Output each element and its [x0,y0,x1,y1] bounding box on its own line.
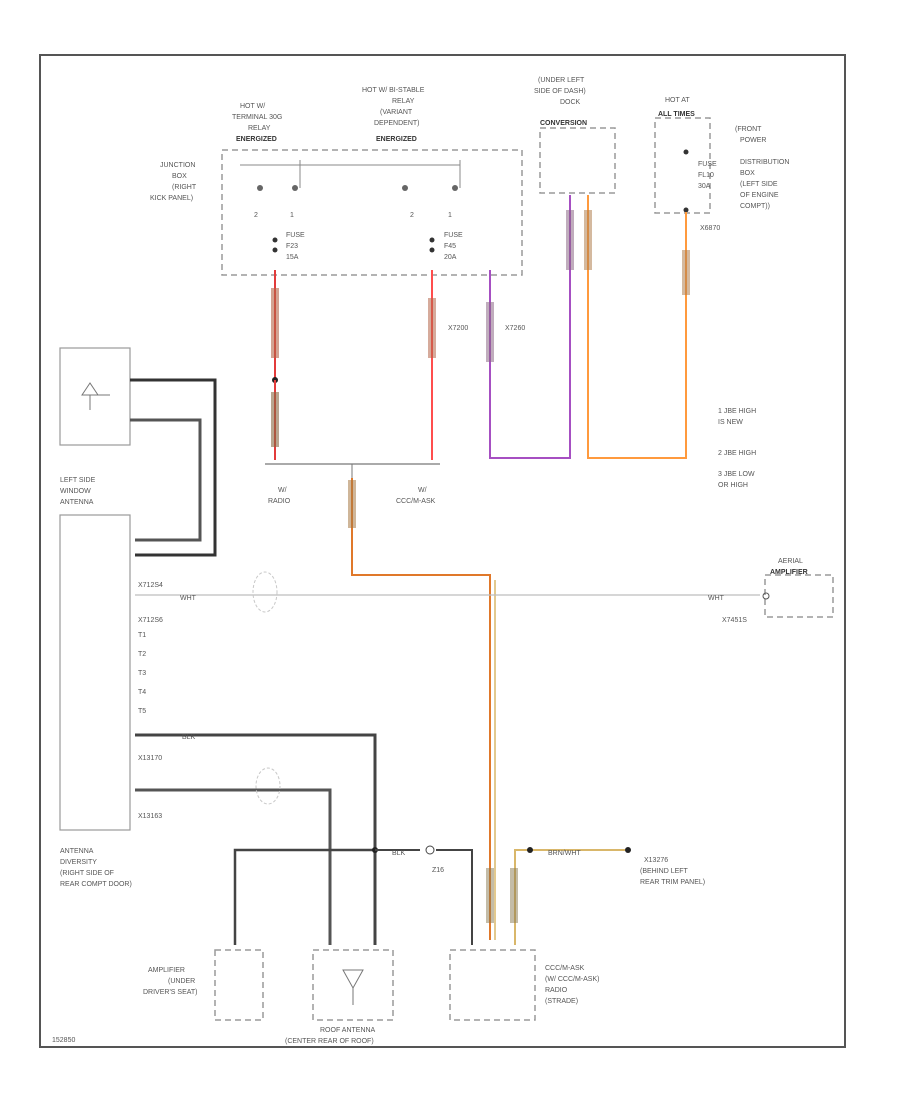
antenna-symbol-icon [81,382,110,410]
wire-color-blk-1: BLK [182,734,196,741]
splice-left-label: W/ RADIO [268,487,291,505]
ground-label: X13276 (BEHIND LEFT REAR TRIM PANEL) [640,857,705,886]
antenna-diversity-label: ANTENNA DIVERSITY (RIGHT SIDE OF REAR CO… [60,848,132,888]
front-pdb-label: (FRONT POWER DISTRIBUTION BOX (LEFT SIDE… [735,126,791,210]
figure-id: 152850 [52,1037,75,1044]
window-antenna [59,347,131,446]
wire-color-wht-right: WHT [708,595,725,602]
wire-color-ground: BRN/WHT [548,850,581,857]
fuse-right-label: FUSE F45 20A [444,232,465,261]
amplifier-unit [214,949,264,1021]
junction-box-label: JUNCTION BOX (RIGHT KICK PANEL) [150,162,198,202]
wire-window-antenna [130,378,217,557]
radio-unit [449,949,536,1021]
notes: 1 JBE HIGH IS NEW 2 JBE HIGH 3 JBE LOW O… [718,408,758,489]
left-dash-module [539,127,616,194]
wire-violet [486,195,574,459]
aerial-amplifier [764,574,834,618]
pin-numbers: 2 1 2 1 [254,212,452,219]
wire-ids: X7200 X7260 X6870 [448,225,720,332]
fuse-left-label: FUSE F23 15A [286,232,307,261]
wire-orange [584,195,690,459]
wire-ground [514,847,631,945]
splice-right-label: W/ CCC/M-ASK [396,487,436,505]
window-antenna-label: LEFT SIDE WINDOW ANTENNA [60,477,97,506]
splice-z16: Z16 [432,867,444,874]
front-power-distribution-box [654,117,711,214]
diversity-pins: X712S4 X712S6 T1 T2 T3 T4 T5 X13170 X131… [138,582,165,820]
junction-box [221,149,523,276]
wire-color-blk-2: BLK [392,850,406,857]
wire-color-wht-left: WHT [180,595,197,602]
wire-black-lower [135,733,473,945]
antenna-diversity-module [59,514,131,831]
roof-antenna-unit [312,949,394,1021]
wire-red-left [271,270,279,460]
radio-label: CCC/M-ASK (W/ CCC/M-ASK) RADIO (STRADE) [545,965,601,1005]
aerial-connector: X7451S [722,617,747,624]
roof-antenna-icon [342,969,364,1005]
relay-left-label: HOT W/ TERMINAL 30G RELAY ENERGIZED [232,103,284,143]
roof-antenna-label: ROOF ANTENNA (CENTER REAR OF ROOF) [285,1027,377,1045]
relay-right-label: HOT W/ BI-STABLE RELAY (VARIANT DEPENDEN… [362,87,426,143]
splice-bar [265,463,440,478]
amplifier-label: AMPLIFIER (UNDER DRIVER'S SEAT) [143,967,198,996]
hot-at-label: HOT AT ALL TIMES [658,97,695,118]
aerial-label: AERIAL AMPLIFIER [770,558,808,576]
wire-red-right [428,270,436,460]
left-dash-label: (UNDER LEFT SIDE OF DASH) DOCK CONVERSIO… [534,77,588,127]
wire-aerial [135,571,760,613]
wire-signal-orange [348,478,496,940]
diagram-frame [39,54,846,1048]
fuse-pdb-label: FUSE FL10 30A [698,161,719,190]
